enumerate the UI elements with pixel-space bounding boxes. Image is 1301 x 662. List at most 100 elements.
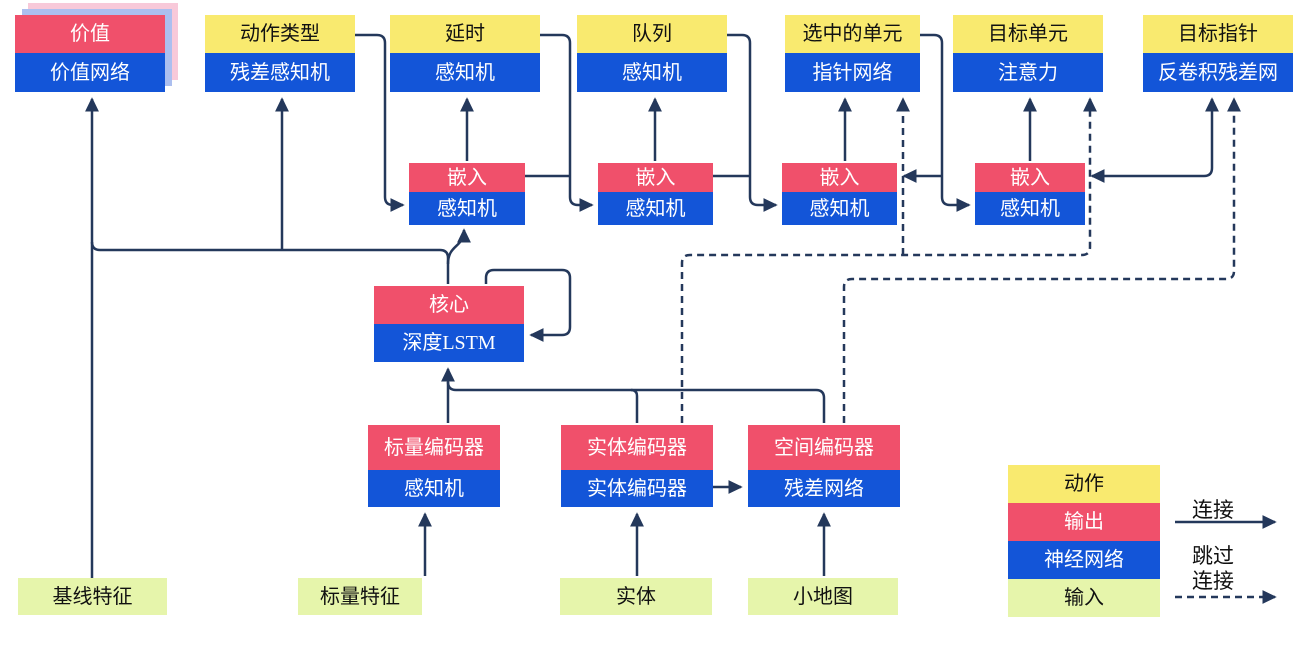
legend-input-band: 输入 <box>1008 579 1160 617</box>
embedding-1-network-label: 感知机 <box>437 197 497 220</box>
legend-action-band: 动作 <box>1008 465 1160 503</box>
legend-network-label: 神经网络 <box>1044 549 1124 571</box>
target-unit-label: 目标单元 <box>988 23 1068 45</box>
node-baseline-features: 基线特征 <box>18 578 167 615</box>
action-type-network-label: 残差感知机 <box>230 61 330 84</box>
target-unit-network-band: 注意力 <box>953 53 1103 92</box>
node-queue: 队列 感知机 <box>577 15 727 92</box>
selected-units-band: 选中的单元 <box>785 15 920 53</box>
legend-action-label: 动作 <box>1064 473 1104 495</box>
node-embedding-4: 嵌入 感知机 <box>975 163 1085 225</box>
value-network-band: 价值网络 <box>15 53 165 92</box>
skip-spatial-to-targetpoint <box>842 97 1241 423</box>
baseline-features-band: 基线特征 <box>18 578 167 615</box>
solid-connectors <box>85 33 1277 578</box>
legend-network-band: 神经网络 <box>1008 541 1160 579</box>
entity-encoder-label: 实体编码器 <box>587 436 687 459</box>
delay-network-label: 感知机 <box>435 61 495 84</box>
entity-encoder-network-band: 实体编码器 <box>561 470 713 507</box>
scalar-encoder-network-label: 感知机 <box>404 477 464 500</box>
queue-label: 队列 <box>632 23 672 45</box>
embedding-1-network-band: 感知机 <box>409 192 525 225</box>
node-embedding-2: 嵌入 感知机 <box>598 163 713 225</box>
embedding-2-label: 嵌入 <box>635 166 676 189</box>
legend-output-band: 输出 <box>1008 503 1160 541</box>
delay-network-band: 感知机 <box>390 53 540 92</box>
entities-label: 实体 <box>616 585 656 608</box>
legend-skip-label-line1: 跳过 <box>1192 544 1234 568</box>
node-embedding-3: 嵌入 感知机 <box>782 163 897 225</box>
node-value: 价值 价值网络 <box>15 15 165 92</box>
embedding-2-network-label: 感知机 <box>625 197 686 220</box>
embedding-4-network-label: 感知机 <box>1000 197 1060 220</box>
node-delay: 延时 感知机 <box>390 15 540 92</box>
core-band: 核心 <box>374 286 524 324</box>
selected-units-network-label: 指针网络 <box>812 61 893 84</box>
entity-encoder-band: 实体编码器 <box>561 425 713 470</box>
minimap-label: 小地图 <box>793 585 853 608</box>
queue-band: 队列 <box>577 15 727 53</box>
wire-embed4-to-targetpoint <box>1090 97 1219 183</box>
node-spatial-encoder: 空间编码器 残差网络 <box>748 425 900 507</box>
target-point-network-label: 反卷积残差网 <box>1158 61 1278 84</box>
core-label: 核心 <box>429 294 469 316</box>
embedding-4-label: 嵌入 <box>1010 166 1050 189</box>
embedding-1-band: 嵌入 <box>409 163 525 192</box>
target-unit-band: 目标单元 <box>953 15 1103 53</box>
target-point-band: 目标指针 <box>1143 15 1293 53</box>
scalar-features-label: 标量特征 <box>320 585 400 608</box>
node-minimap: 小地图 <box>748 578 898 615</box>
target-point-network-band: 反卷积残差网 <box>1143 53 1293 92</box>
action-type-label: 动作类型 <box>240 23 320 45</box>
spatial-encoder-label: 空间编码器 <box>774 436 874 459</box>
core-network-band: 深度LSTM <box>374 324 524 362</box>
entity-encoder-network-label: 实体编码器 <box>587 477 687 500</box>
node-entity-encoder: 实体编码器 实体编码器 <box>561 425 713 507</box>
value-network-label: 价值网络 <box>50 61 130 84</box>
node-core: 核心 深度LSTM <box>374 286 524 362</box>
node-scalar-encoder: 标量编码器 感知机 <box>368 425 500 507</box>
legend-color-key: 动作 输出 神经网络 输入 <box>1008 465 1160 617</box>
node-selected-units: 选中的单元 指针网络 <box>785 15 920 92</box>
legend-connection-label: 连接 <box>1192 498 1234 522</box>
scalar-features-band: 标量特征 <box>298 578 422 615</box>
skip-entity-bus <box>680 97 1097 423</box>
skip-connectors <box>680 97 1277 604</box>
wire-actiontype-to-embed1 <box>355 33 405 212</box>
scalar-encoder-label: 标量编码器 <box>384 436 484 459</box>
delay-label: 延时 <box>445 23 485 45</box>
spatial-encoder-network-label: 残差网络 <box>784 477 864 500</box>
embedding-3-label: 嵌入 <box>819 166 860 189</box>
embedding-4-network-band: 感知机 <box>975 192 1085 225</box>
embedding-3-network-label: 感知机 <box>809 197 870 220</box>
embedding-4-band: 嵌入 <box>975 163 1085 192</box>
spatial-encoder-network-band: 残差网络 <box>748 470 900 507</box>
action-type-band: 动作类型 <box>205 15 355 53</box>
spatial-encoder-band: 空间编码器 <box>748 425 900 470</box>
wire-delay-to-embed2 <box>540 33 594 212</box>
minimap-band: 小地图 <box>748 578 898 615</box>
node-entities: 实体 <box>560 578 712 615</box>
value-label: 价值 <box>70 23 110 45</box>
core-network-label: 深度LSTM <box>402 332 496 354</box>
wire-core-split-left <box>90 241 450 284</box>
scalar-encoder-network-band: 感知机 <box>368 470 500 507</box>
node-target-point: 目标指针 反卷积残差网 <box>1143 15 1293 92</box>
embedding-2-band: 嵌入 <box>598 163 713 192</box>
node-scalar-features: 标量特征 <box>298 578 422 615</box>
scalar-encoder-band: 标量编码器 <box>368 425 500 470</box>
legend-skip-label-line2: 连接 <box>1192 569 1234 593</box>
baseline-features-label: 基线特征 <box>52 585 133 608</box>
node-embedding-1: 嵌入 感知机 <box>409 163 525 225</box>
wire-core-selfloop <box>484 268 572 342</box>
target-unit-network-label: 注意力 <box>998 61 1058 84</box>
node-target-unit: 目标单元 注意力 <box>953 15 1103 92</box>
action-type-network-band: 残差感知机 <box>205 53 355 92</box>
target-point-label: 目标指针 <box>1178 23 1258 45</box>
embedding-2-network-band: 感知机 <box>598 192 713 225</box>
legend-output-label: 输出 <box>1064 511 1104 533</box>
node-action-type: 动作类型 残差感知机 <box>205 15 355 92</box>
wire-selected-to-embed4 <box>920 33 971 212</box>
